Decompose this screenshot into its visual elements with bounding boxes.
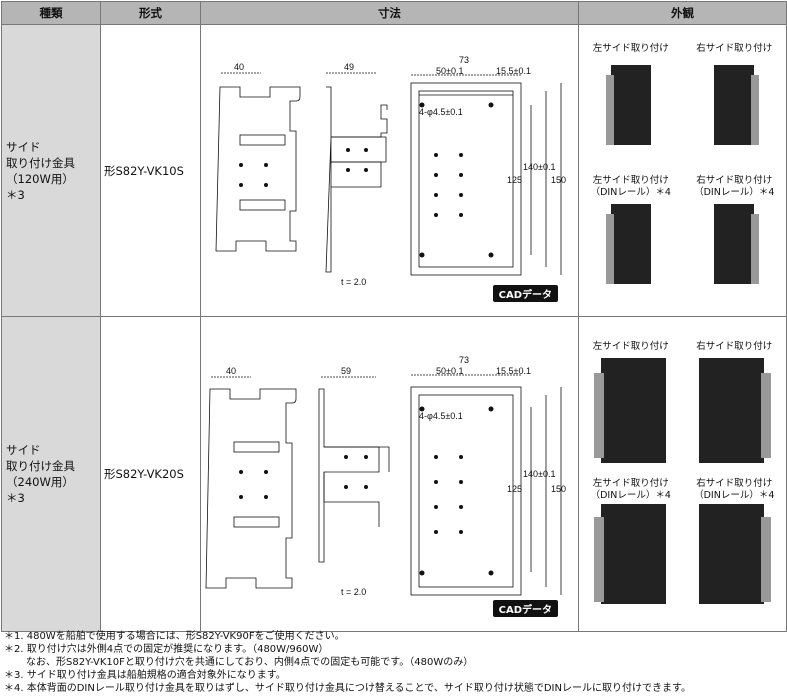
type-line: 取り付け金具 xyxy=(6,155,75,170)
dim-thickness: t = 2.0 xyxy=(341,277,366,287)
dim-h3: 150 xyxy=(551,175,566,185)
appearance-item: 左サイド取り付け （DINレール）＊4 xyxy=(579,171,683,303)
dim-hole: 4-φ4.5±0.1 xyxy=(419,411,463,421)
header-model: 形式 xyxy=(100,1,201,25)
dim-w3: 73 xyxy=(459,55,469,65)
product-image xyxy=(699,504,772,604)
type-line: 取り付け金具 xyxy=(6,459,75,473)
dim-h2: 125 xyxy=(507,175,522,185)
appearance-item: 右サイド取り付け xyxy=(683,39,787,171)
product-image xyxy=(699,358,772,463)
dimension-drawing: 40 59 73 50±0.1 15.5±0.1 4-φ4.5±0.1 140±… xyxy=(200,316,579,632)
appearance-item: 右サイド取り付け xyxy=(683,337,787,474)
model-cell: 形S82Y-VK10S xyxy=(100,24,201,317)
type-line: ＊3 xyxy=(6,491,25,505)
type-line: （240W用） xyxy=(6,475,74,489)
table-row: サイド 取り付け金具 （240W用） ＊3 形S82Y-VK20S xyxy=(1,316,787,632)
type-line: サイド xyxy=(6,443,41,457)
appearance-caption: 左サイド取り付け xyxy=(592,174,669,186)
appearance-cell: 左サイド取り付け 右サイド取り付け 左サイド取り付け （DINレール）＊4 右サ… xyxy=(578,24,787,317)
plate-outline xyxy=(205,388,297,589)
dim-w2: 59 xyxy=(341,366,351,376)
product-image xyxy=(714,203,760,284)
product-image xyxy=(605,64,651,145)
dimension-svg: 40 59 73 50±0.1 15.5±0.1 4-φ4.5±0.1 140±… xyxy=(205,355,566,597)
appearance-item: 左サイド取り付け （DINレール）＊4 xyxy=(579,474,683,611)
dim-w2: 49 xyxy=(344,62,354,72)
plate-outline xyxy=(215,86,301,252)
appearance-caption-sub: （DINレール）＊4 xyxy=(694,490,775,501)
footnote: ＊3. サイド取り付け金具は船舶規格の適合対象外になります。 xyxy=(4,670,286,681)
dim-h1: 140±0.1 xyxy=(523,162,555,172)
dimension-drawing: 40 49 73 50±0.1 15.5±0.1 4-φ4.5±0.1 140±… xyxy=(200,24,579,317)
appearance-item: 右サイド取り付け （DINレール）＊4 xyxy=(683,474,787,611)
dim-hole: 4-φ4.5±0.1 xyxy=(419,107,463,117)
cad-data-button[interactable]: CADデータ xyxy=(492,285,558,302)
product-image xyxy=(714,64,760,145)
appearance-caption: 右サイド取り付け xyxy=(696,478,773,489)
cad-data-button[interactable]: CADデータ xyxy=(492,600,558,617)
appearance-caption: 左サイド取り付け xyxy=(592,42,669,54)
header-dims: 寸法 xyxy=(200,1,579,25)
appearance-caption-sub: （DINレール）＊4 xyxy=(590,490,671,501)
footnotes: ＊1. 480Wを船舶で使用する場合には、形S82Y-VK90Fをご使用ください… xyxy=(4,630,691,695)
dim-w5: 15.5±0.1 xyxy=(496,366,531,376)
type-line: サイド xyxy=(6,139,41,154)
dim-h3: 150 xyxy=(551,484,566,494)
footnote: なお、形S82Y-VK10Fと取り付け穴を共通にしており、内側4点での固定も可能… xyxy=(26,657,474,668)
header-row: 種類 形式 寸法 外観 xyxy=(1,1,787,25)
product-image xyxy=(605,203,651,284)
appearance-item: 左サイド取り付け xyxy=(579,39,683,171)
type-cell: サイド 取り付け金具 （120W用） ＊3 xyxy=(1,24,101,317)
header-type: 種類 xyxy=(1,1,101,25)
dimension-svg: 40 49 73 50±0.1 15.5±0.1 4-φ4.5±0.1 140±… xyxy=(215,55,566,287)
type-line: ＊3 xyxy=(6,187,25,202)
footnote: ＊1. 480Wを船舶で使用する場合には、形S82Y-VK90Fをご使用ください… xyxy=(4,631,345,642)
appearance-caption: 右サイド取り付け xyxy=(696,174,773,186)
dim-w1: 40 xyxy=(234,62,244,72)
dim-w1: 40 xyxy=(226,366,236,376)
appearance-item: 右サイド取り付け （DINレール）＊4 xyxy=(683,171,787,303)
product-image xyxy=(593,358,666,463)
dim-h1: 140±0.1 xyxy=(523,469,555,479)
dim-thickness: t = 2.0 xyxy=(341,587,366,597)
footnote: ＊2. 取り付け穴は外側4点での固定が推奨になります。（480W/960W） xyxy=(4,644,329,655)
appearance-caption-sub: （DINレール）＊4 xyxy=(590,186,671,198)
dim-w4: 50±0.1 xyxy=(436,66,463,76)
footnote: ＊4. 本体背面のDINレール取り付け金具を取りはずし、サイド取り付け金具につけ… xyxy=(4,683,691,694)
dim-h2: 125 xyxy=(507,484,522,494)
appearance-caption: 左サイド取り付け xyxy=(592,341,669,352)
header-look: 外観 xyxy=(578,1,787,25)
appearance-caption-sub: （DINレール）＊4 xyxy=(694,186,775,198)
table-row: サイド 取り付け金具 （120W用） ＊3 形S82Y-VK10S xyxy=(1,24,787,317)
appearance-caption: 左サイド取り付け xyxy=(592,478,669,489)
appearance-item: 左サイド取り付け xyxy=(579,337,683,474)
dim-w3: 73 xyxy=(459,355,469,365)
model-cell: 形S82Y-VK20S xyxy=(100,316,201,632)
spec-table: 種類 形式 寸法 外観 サイド 取り付け金具 （120W用） ＊3 形S82Y-… xyxy=(1,1,787,632)
appearance-cell: 左サイド取り付け 右サイド取り付け 左サイド取り付け （DINレール）＊4 右サ… xyxy=(578,316,787,632)
dim-w4: 50±0.1 xyxy=(436,366,463,376)
appearance-caption: 右サイド取り付け xyxy=(696,341,773,352)
appearance-caption: 右サイド取り付け xyxy=(696,42,773,54)
product-image xyxy=(593,504,666,604)
type-cell: サイド 取り付け金具 （240W用） ＊3 xyxy=(1,316,101,632)
type-line: （120W用） xyxy=(6,171,74,186)
dim-w5: 15.5±0.1 xyxy=(496,66,531,76)
